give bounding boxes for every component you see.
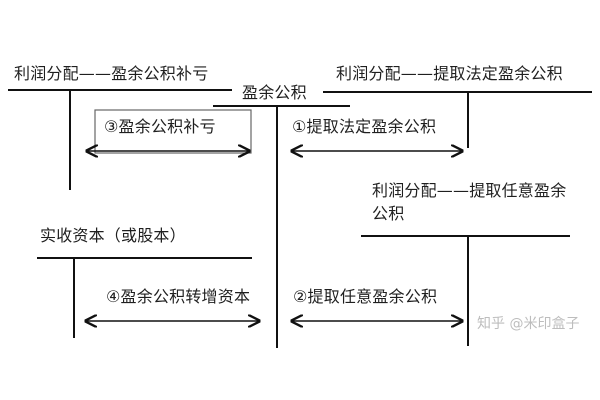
center-account-label: 盈余公积 bbox=[242, 83, 307, 102]
left-middle-account-label: 实收资本（或股本） bbox=[40, 226, 186, 245]
flow-label-3: ③盈余公积补亏 bbox=[104, 117, 216, 136]
top-left-account-label: 利润分配——盈余公积补亏 bbox=[14, 64, 209, 83]
flow-label-2: ②提取任意盈余公积 bbox=[293, 287, 438, 306]
flow-label-1: ①提取法定盈余公积 bbox=[292, 117, 437, 136]
flow-label-4: ④盈余公积转增资本 bbox=[106, 287, 251, 306]
watermark: 知乎 @米印盒子 bbox=[477, 316, 580, 332]
right-middle-account-label: 利润分配——提取任意盈余公积 bbox=[372, 181, 567, 224]
top-right-account-label: 利润分配——提取法定盈余公积 bbox=[336, 64, 563, 83]
